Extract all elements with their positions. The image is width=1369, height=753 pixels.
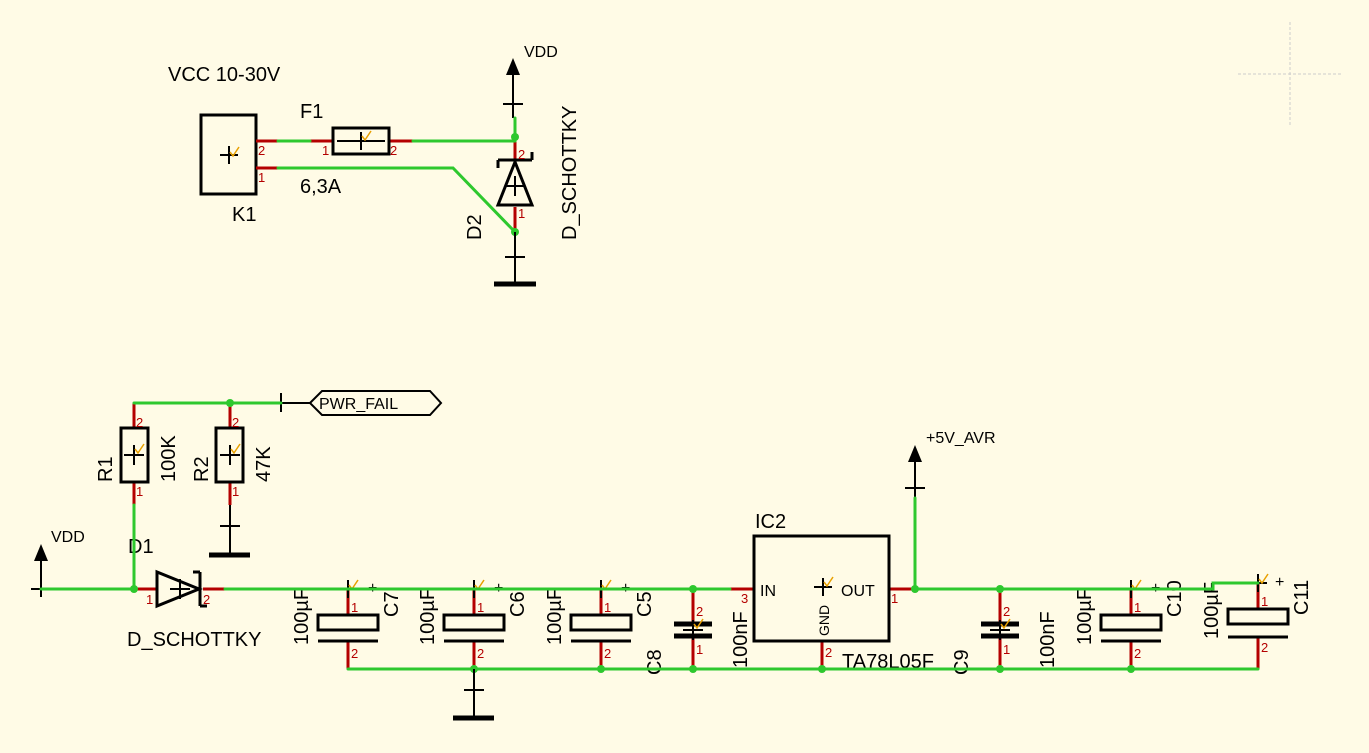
f1-name: F1	[300, 101, 323, 123]
pwr-fail-text: PWR_FAIL	[319, 396, 398, 413]
ic2-pin-in: 3	[741, 591, 748, 606]
d1-value: D_SCHOTTKY	[127, 629, 261, 651]
ground-r2[interactable]	[209, 505, 250, 558]
c5-value: 100µF	[544, 588, 566, 645]
c6-pin1: 1	[477, 600, 484, 615]
d1-pin1: 1	[146, 592, 153, 607]
vdd-top-symbol[interactable]: VDD	[503, 44, 558, 118]
d2-name: D2	[464, 214, 486, 240]
capacitor-c7[interactable]: + 1 2 100µF C7	[291, 579, 403, 669]
c11-pin2: 2	[1261, 640, 1268, 655]
f1-pin2: 2	[390, 143, 397, 158]
k1-pin1: 1	[258, 170, 265, 185]
c9-pin1: 1	[1003, 642, 1010, 657]
vdd-top-label: VDD	[524, 44, 558, 61]
vdd-left-label: VDD	[51, 529, 85, 546]
fuse-f1[interactable]: 1 2 F1 6,3A	[300, 101, 413, 198]
regulator-ic2[interactable]: IC2 IN OUT GND 3 1 2 TA78L05F	[730, 511, 934, 673]
d2-value: D_SCHOTTKY	[559, 106, 581, 240]
c9-pin2: 2	[1003, 604, 1010, 619]
f1-pin1: 1	[322, 143, 329, 158]
c5-pin2: 2	[604, 646, 611, 661]
c7-pin2: 2	[351, 646, 358, 661]
r2-pin1: 1	[232, 484, 239, 499]
capacitor-c8[interactable]: 2 1 100nF C8	[644, 589, 752, 675]
net-label-pwr-fail[interactable]: PWR_FAIL	[280, 390, 443, 416]
capacitor-c5[interactable]: + 1 2 100µF C5	[544, 579, 656, 669]
top-wires	[276, 116, 519, 236]
c11-value: 100µF	[1201, 582, 1223, 639]
c8-value: 100nF	[730, 611, 752, 668]
ic2-pin-out: 1	[891, 591, 898, 606]
c10-pin1: 1	[1134, 600, 1141, 615]
f1-value: 6,3A	[300, 176, 342, 198]
ic2-name: IC2	[755, 511, 786, 533]
capacitor-c6[interactable]: + 1 2 100µF C6	[417, 579, 529, 669]
ground-bottom[interactable]	[453, 669, 494, 721]
d1-name: D1	[128, 536, 154, 558]
ic2-in-label: IN	[760, 583, 776, 600]
d2-pin2: 2	[518, 147, 525, 162]
c10-value: 100µF	[1074, 588, 1096, 645]
c6-pin2: 2	[477, 646, 484, 661]
c11-name: C11	[1291, 580, 1313, 615]
ic2-gnd-label: GND	[816, 605, 832, 636]
c6-name: C6	[507, 591, 529, 617]
c11-plus: +	[1275, 574, 1284, 591]
connector-k1[interactable]: 2 1 K1	[199, 113, 278, 226]
r1-value: 100K	[158, 435, 180, 482]
r1-pin2: 2	[136, 415, 143, 430]
capacitor-c11[interactable]: + 1 2 100µF C11	[1201, 573, 1313, 669]
d2-pin1: 1	[518, 206, 525, 221]
c5-name: C5	[634, 591, 656, 617]
resistor-r1[interactable]: 2 1 R1 100K	[95, 403, 180, 505]
bottom-wires	[39, 399, 1260, 673]
c8-pin2: 2	[696, 604, 703, 619]
c10-name: C10	[1164, 580, 1186, 617]
capacitor-c10[interactable]: + 1 2 100µF C10	[1074, 579, 1186, 669]
c7-value: 100µF	[291, 588, 313, 645]
avr-supply-symbol[interactable]: +5V_AVR	[905, 430, 996, 498]
k1-name: K1	[232, 204, 256, 226]
c9-value: 100nF	[1037, 611, 1059, 668]
capacitor-c9[interactable]: 2 1 100nF C9	[951, 589, 1059, 675]
diode-d2[interactable]: 2 1 D2 D_SCHOTTKY	[464, 106, 581, 240]
vdd-left-symbol[interactable]: VDD	[31, 529, 85, 597]
resistor-r2[interactable]: 2 1 R2 47K	[191, 403, 275, 505]
ic2-out-label: OUT	[841, 583, 875, 600]
c7-pin1: 1	[351, 600, 358, 615]
origin-marker	[1238, 22, 1342, 127]
vcc-label: VCC 10-30V	[168, 64, 281, 86]
r2-name: R2	[191, 456, 213, 482]
c8-name: C8	[644, 649, 666, 675]
c7-name: C7	[381, 591, 403, 617]
ground-top[interactable]	[494, 232, 536, 287]
r2-pin2: 2	[232, 415, 239, 430]
ic2-pin-gnd: 2	[825, 645, 832, 660]
avr-label: +5V_AVR	[926, 430, 996, 447]
d1-pin2: 2	[203, 592, 210, 607]
k1-pin2: 2	[258, 143, 265, 158]
r2-value: 47K	[253, 446, 275, 482]
c5-pin1: 1	[604, 600, 611, 615]
c10-pin2: 2	[1134, 646, 1141, 661]
diode-d1[interactable]: 1 2 D1 D_SCHOTTKY	[127, 536, 261, 651]
c6-value: 100µF	[417, 588, 439, 645]
c9-name: C9	[951, 649, 973, 675]
r1-pin1: 1	[136, 484, 143, 499]
c11-pin1: 1	[1261, 594, 1268, 609]
c8-pin1: 1	[696, 642, 703, 657]
r1-name: R1	[95, 456, 117, 482]
